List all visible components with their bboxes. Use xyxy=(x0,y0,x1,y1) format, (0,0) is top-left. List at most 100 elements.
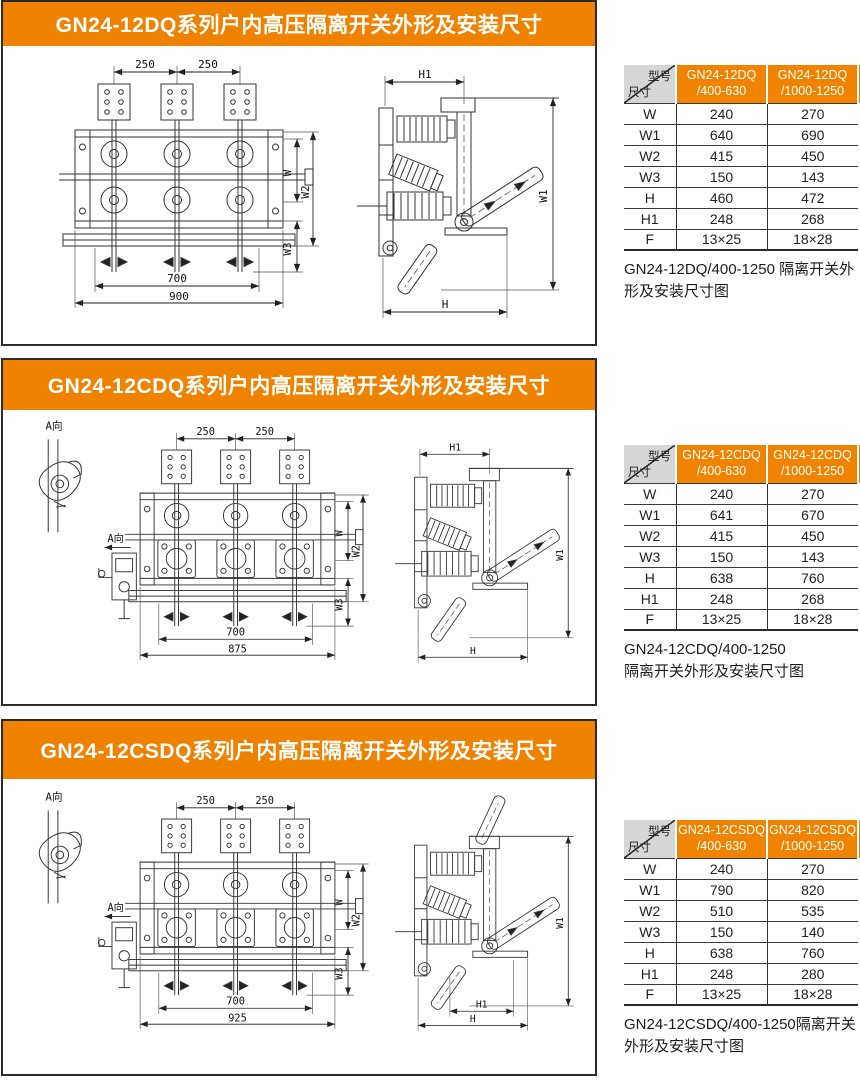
dim-value-cell: 143 xyxy=(766,545,858,567)
corner-label-model: 型号 xyxy=(648,826,671,838)
dim-w: W xyxy=(333,898,345,905)
dim-label-cell: W2 xyxy=(624,899,676,921)
dim-w: W xyxy=(281,169,294,176)
dim-label-cell: W1 xyxy=(624,123,676,145)
front-view-drawing: A向 250 250 700 925 W W2 W3 xyxy=(97,795,378,1059)
corner-cell: 型号 尺寸 xyxy=(624,65,676,103)
dim-label-cell: W2 xyxy=(624,524,676,546)
dim-value-cell: 820 xyxy=(766,878,858,900)
dim-pitch-right: 250 xyxy=(255,426,274,438)
dim-w: W xyxy=(333,529,345,536)
dim-label-cell: H1 xyxy=(624,587,676,609)
dim-value-cell: 18×28 xyxy=(766,228,858,251)
a-view-arrow-label: A向 xyxy=(107,532,124,545)
dim-value-cell: 248 xyxy=(675,207,767,229)
a-view-label: A向 xyxy=(45,420,62,433)
dim-label-cell: W xyxy=(624,482,676,504)
table-block-gn24-12dq: 型号 尺寸 GN24-12DQ /400-630 GN24-12DQ /1000… xyxy=(624,65,859,303)
dim-value-cell: 240 xyxy=(675,482,767,504)
dim-value-cell: 150 xyxy=(675,920,767,942)
dim-value-cell: 240 xyxy=(675,102,767,124)
corner-label-model: 型号 xyxy=(648,71,671,83)
dim-w1: W1 xyxy=(555,917,566,929)
column-header-model-1: GN24-12CSDQ /400-630 xyxy=(675,820,767,858)
dim-w2: W2 xyxy=(299,185,312,198)
dim-value-cell: 450 xyxy=(766,144,858,166)
dim-label-cell: W2 xyxy=(624,144,676,166)
dim-value-cell: 415 xyxy=(675,144,767,166)
dim-w3: W3 xyxy=(281,242,294,255)
dim-h: H xyxy=(442,298,449,311)
dim-value-cell: 638 xyxy=(675,566,767,588)
table-header-row: 型号 尺寸 GN24-12CDQ /400-630 GN24-12CDQ /10… xyxy=(624,445,859,483)
dim-label-cell: W1 xyxy=(624,878,676,900)
dim-label-cell: W1 xyxy=(624,503,676,525)
corner-label-model: 型号 xyxy=(648,451,671,463)
dim-value-cell: 460 xyxy=(675,186,767,208)
dim-pitch-right: 250 xyxy=(198,58,218,71)
dim-bottom-outer: 875 xyxy=(228,643,247,655)
front-view-drawing: 250 250 700 900 W W2 W3 xyxy=(29,58,329,340)
dim-value-cell: 150 xyxy=(675,165,767,187)
section-title-gn24-12cdq: GN24-12CDQ系列户内高压隔离开关外形及安装尺寸 xyxy=(3,360,595,410)
dim-bottom-inner: 700 xyxy=(226,995,245,1007)
dim-value-cell: 760 xyxy=(766,566,858,588)
dim-pitch-left: 250 xyxy=(135,58,155,71)
dim-h: H xyxy=(470,1014,476,1025)
front-view-drawing: A向 250 250 700 875 W W2 W3 xyxy=(97,426,378,690)
side-view-drawing: H1 H W1 xyxy=(381,443,593,682)
dim-pitch-right: 250 xyxy=(255,795,274,807)
corner-cell: 型号 尺寸 xyxy=(624,820,676,858)
dim-value-cell: 18×28 xyxy=(766,983,858,1006)
dim-h1: H1 xyxy=(476,1000,488,1011)
dim-bottom-inner: 700 xyxy=(226,626,245,638)
side-view-drawing: H1 H W1 xyxy=(341,68,581,340)
dim-value-cell: 641 xyxy=(675,503,767,525)
column-header-model-2: GN24-12CSDQ /1000-1250 xyxy=(766,820,859,858)
dim-value-cell: 13×25 xyxy=(675,228,767,251)
drawing-area-gn24-12csdq: A向 A向 250 250 700 925 W W2 W3 H1 H W1 xyxy=(3,779,595,1074)
dim-label-cell: W xyxy=(624,102,676,124)
section-title-gn24-12dq: GN24-12DQ系列户内高压隔离开关外形及安装尺寸 xyxy=(3,2,595,46)
corner-label-size: 尺寸 xyxy=(628,466,651,479)
dimension-table: 型号 尺寸 GN24-12CSDQ /400-630 GN24-12CSDQ /… xyxy=(624,820,859,1006)
dim-value-cell: 143 xyxy=(766,165,858,187)
a-view-arrow-label: A向 xyxy=(107,901,124,914)
dim-value-cell: 415 xyxy=(675,524,767,546)
a-view-detail-drawing: A向 xyxy=(38,420,82,533)
dim-label-cell: W3 xyxy=(624,165,676,187)
corner-cell: 型号 尺寸 xyxy=(624,445,676,483)
dim-value-cell: 248 xyxy=(675,962,767,984)
dim-value-cell: 240 xyxy=(675,857,767,879)
dim-label-cell: W xyxy=(624,857,676,879)
table-block-gn24-12cdq: 型号 尺寸 GN24-12CDQ /400-630 GN24-12CDQ /10… xyxy=(624,445,859,683)
dim-bottom-inner: 700 xyxy=(167,272,187,285)
side-view-drawing: H1 H W1 xyxy=(381,793,593,1053)
dim-value-cell: 535 xyxy=(766,899,858,921)
section-gn24-12csdq: GN24-12CSDQ系列户内高压隔离开关外形及安装尺寸 A向 A向 250 2… xyxy=(1,719,597,1076)
dim-label-cell: F xyxy=(624,228,676,251)
dim-value-cell: 690 xyxy=(766,123,858,145)
dim-value-cell: 270 xyxy=(766,857,858,879)
dim-value-cell: 640 xyxy=(675,123,767,145)
dim-w1: W1 xyxy=(555,549,566,561)
dim-value-cell: 670 xyxy=(766,503,858,525)
dim-w2: W2 xyxy=(350,545,362,557)
a-view-label: A向 xyxy=(45,791,62,804)
